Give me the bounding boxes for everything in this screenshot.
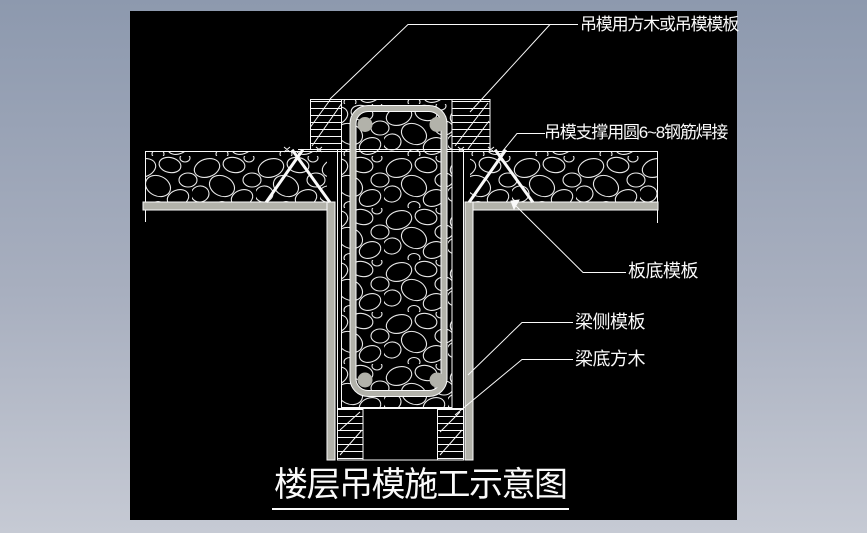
label-beam-bottom-timber: 梁底方木 xyxy=(575,349,646,369)
leader-beam-side-formwork xyxy=(467,322,573,376)
label-slab-bottom-formwork: 板底模板 xyxy=(628,261,699,281)
beam-concrete-hatch xyxy=(341,99,453,408)
leader-arrowhead xyxy=(510,199,520,211)
leader-slab-bottom-formwork xyxy=(515,205,626,273)
weld-marks xyxy=(283,146,495,153)
beam-stirrup xyxy=(349,105,448,397)
drawing-title: 楼层吊模施工示意图 xyxy=(272,464,569,510)
label-hanging-formwork-support: 吊模支撑用圆6~8钢筋焊接 xyxy=(544,123,728,142)
leader-hanging-formwork-timber-2 xyxy=(469,24,551,113)
hanging-formwork-block xyxy=(310,99,491,150)
label-hanging-formwork-timber: 吊模用方木或吊模模板 xyxy=(580,15,739,34)
rebar-dots xyxy=(357,117,445,388)
hanging-support-struts xyxy=(264,148,535,204)
leader-lines xyxy=(329,24,626,416)
leader-hanging-formwork-timber xyxy=(329,24,578,100)
leader-hanging-formwork-support xyxy=(501,133,545,153)
beam-bottom-timber-block xyxy=(337,408,464,461)
leader-beam-bottom-timber xyxy=(454,359,573,416)
label-beam-side-formwork: 梁侧模板 xyxy=(575,312,646,332)
